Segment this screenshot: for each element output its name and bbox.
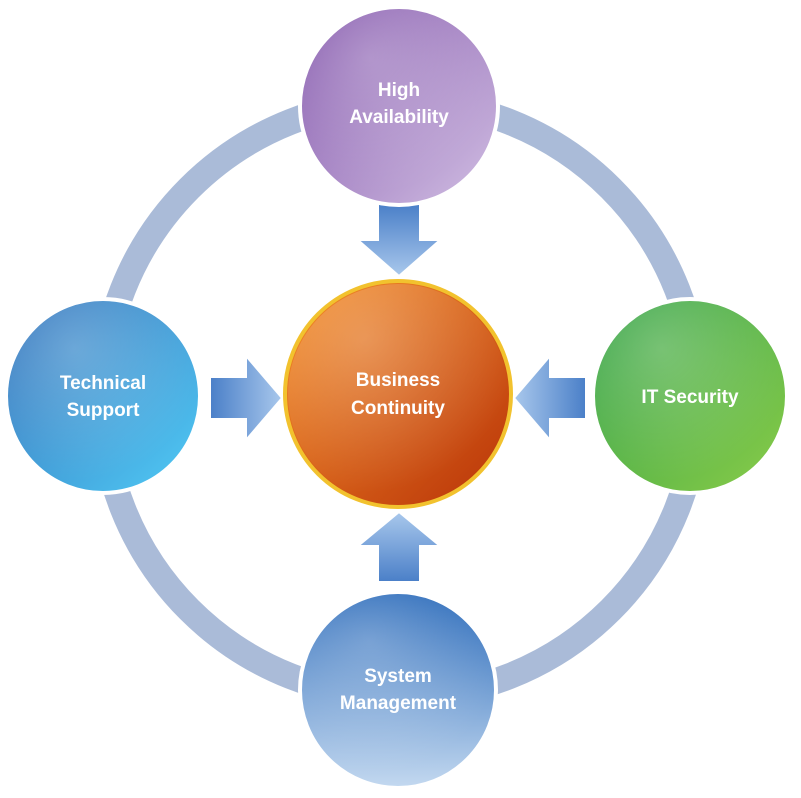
node-label-line-2: Availability	[349, 107, 449, 128]
node-it-security: IT Security	[591, 297, 789, 495]
node-high-availability: High Availability	[298, 5, 500, 207]
node-system-management: System Management	[298, 590, 498, 790]
arrow-down-icon	[355, 203, 443, 278]
arrow-right-icon	[209, 353, 284, 443]
arrow-up-icon	[355, 510, 443, 583]
center-label-line-1: Business	[356, 370, 440, 391]
node-technical-support: Technical Support	[4, 297, 202, 495]
node-label-line-1: Technical	[60, 373, 146, 394]
node-label-line-1: System	[364, 666, 432, 687]
center-label-line-2: Continuity	[351, 398, 445, 419]
node-label-line-2: Support	[67, 400, 140, 421]
node-label-line-1: IT Security	[641, 387, 739, 408]
arrow-left-icon	[512, 353, 587, 443]
center-business-continuity: Business Continuity	[283, 279, 513, 509]
node-label-line-1: High	[378, 80, 420, 101]
node-label-line-2: Management	[340, 693, 457, 714]
